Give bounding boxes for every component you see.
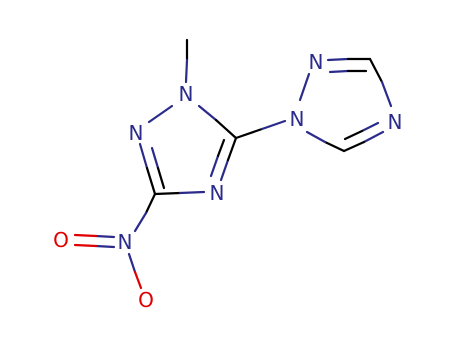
atom-n2-prime: N: [309, 50, 324, 74]
bond-nitro-o1-inner: [73, 243, 98, 248]
bond-c3-nitro-n: [133, 211, 148, 233]
bond-c3-n4-n: [178, 190, 206, 195]
bond-n4-c5-inner: [216, 138, 226, 158]
bond-methyl-n1-n: [184, 58, 189, 84]
bond-n4p-c5p-inner: [343, 129, 364, 141]
atom-n4: N: [210, 181, 225, 205]
atom-n1: N: [179, 82, 194, 106]
bond-c3p-n4p: [368, 57, 384, 84]
bond-nitro-o1: [73, 233, 98, 238]
bond-n2-c3: [145, 166, 157, 196]
bond-n4p-c5p: [342, 140, 366, 153]
bond-n2-c3-n: [138, 142, 149, 170]
atom-n1-prime: N: [290, 107, 305, 131]
bond-c5p-n1p: [323, 140, 346, 153]
bond-c3-nitro: [144, 192, 157, 215]
bond-n1-n2: [147, 104, 174, 124]
bond-nitro-o2: [133, 270, 143, 290]
bond-c5p-n1p-n: [305, 130, 327, 144]
bond-n2p-c3p-inner-n: [328, 69, 350, 74]
bond-n4-c5-inner-n: [209, 154, 220, 178]
atom-nitro-n: N: [118, 230, 133, 254]
bond-c3p-n4p-n: [380, 80, 393, 108]
bond-n2-c3-inner-n: [150, 146, 160, 170]
bond-n1-c5: [214, 118, 238, 140]
bond-n1p-n2p: [298, 72, 311, 102]
bond-n4p-c5p-inner-n: [360, 121, 380, 133]
bond-nitro-o1-inner-n: [94, 244, 116, 249]
bond-n4-c5-n: [219, 158, 230, 182]
bond-n4p-c5p-n: [362, 130, 385, 144]
bond-n1-c5-n: [197, 104, 218, 122]
atom-n4-prime: N: [388, 110, 403, 134]
bond-c3-n4: [153, 191, 182, 196]
bond-n4-c5: [226, 136, 238, 162]
bond-n2p-c3p-n: [326, 57, 350, 62]
atom-nitro-o-bottom: O: [138, 288, 154, 312]
bond-c5-n1p: [234, 127, 264, 140]
bond-nitro-o2-n: [127, 252, 137, 274]
bond-c5-n1p-n: [260, 119, 287, 131]
bond-n2-c3-inner: [156, 166, 166, 190]
atom-nitro-o-left: O: [53, 228, 69, 252]
atom-n2: N: [129, 121, 144, 145]
bond-nitro-o1-n: [94, 234, 116, 239]
